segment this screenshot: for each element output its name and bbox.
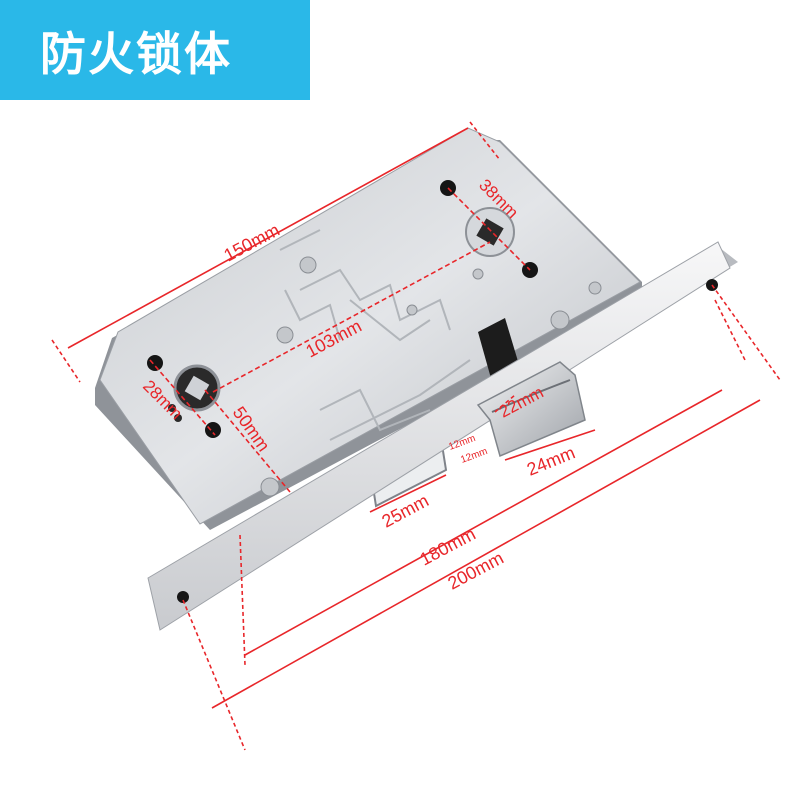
plate-embossing	[279, 229, 471, 441]
dim-label-12b: 12mm	[459, 446, 489, 466]
dim-line-150	[67, 127, 469, 349]
rivet-icon	[406, 304, 418, 316]
screw-icon	[550, 310, 570, 330]
left-upper-hole	[147, 355, 163, 371]
rivet-icon	[472, 268, 484, 280]
dimension-lines	[51, 121, 781, 751]
title-banner: 防火锁体	[0, 0, 310, 100]
upper-spindle-square	[476, 218, 504, 246]
small-hole-2	[168, 404, 176, 412]
latch-bolt	[476, 361, 586, 458]
screw-icon	[260, 477, 280, 497]
screw-icon	[299, 256, 317, 274]
screw-icon	[276, 326, 294, 344]
rivet-icon	[588, 281, 602, 295]
banner-title: 防火锁体	[40, 27, 232, 81]
lower-spindle-square	[184, 375, 210, 401]
faceplate-screw-hole-left	[177, 591, 189, 603]
lock-holes	[147, 180, 602, 497]
left-lower-hole	[205, 422, 221, 438]
small-hole-1	[174, 414, 182, 422]
faceplate	[147, 241, 738, 631]
